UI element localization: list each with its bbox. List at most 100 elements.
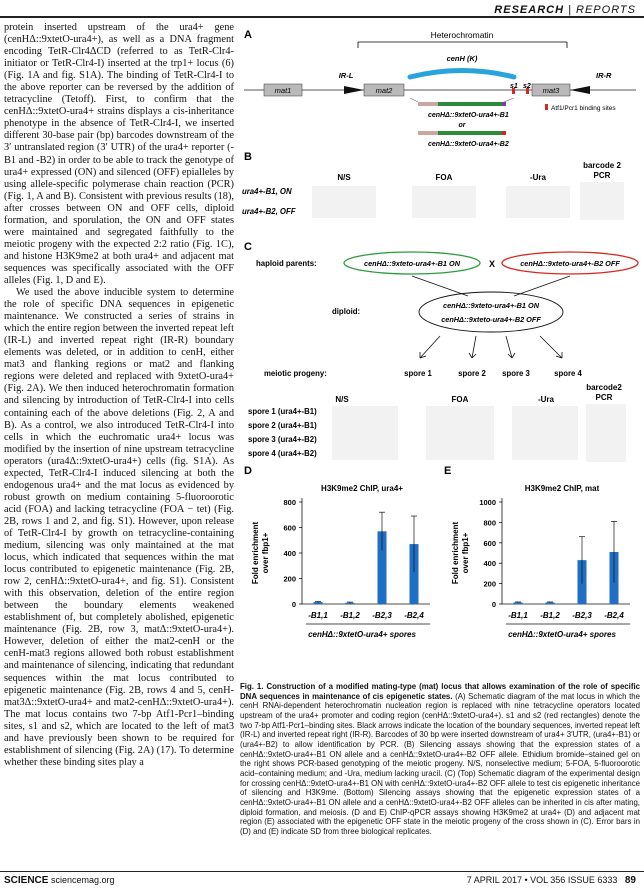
parent-off: cenHΔ::9xteto-ura4+-B2 OFF — [520, 259, 620, 268]
y-tick-label: 1000 — [479, 498, 496, 507]
c-col-barcode: barcode2 — [586, 383, 622, 392]
c-row-2: spore 2 (ura4+-B1) — [248, 421, 317, 430]
y-axis-label: Fold enrichmentover fbp1+ — [251, 522, 270, 585]
cross-symbol: X — [489, 259, 495, 269]
c-row-4: spore 4 (ura4+-B2) — [248, 449, 317, 458]
diploid-label: diploid: — [332, 307, 360, 316]
bar — [377, 531, 387, 604]
bar — [545, 602, 555, 604]
barcode-b2 — [502, 131, 506, 135]
footer-journal: SCIENCE — [4, 875, 49, 886]
c-col-ns: N/S — [335, 395, 349, 404]
panel-b-label: B — [244, 151, 252, 163]
mat2-label: mat2 — [376, 86, 394, 95]
header-subsection: REPORTS — [576, 4, 636, 16]
parent-on-oval — [343, 251, 481, 275]
cenh-arc — [407, 68, 517, 80]
y-tick-label: 600 — [283, 524, 296, 533]
caption-text: (A) Schematic diagram of the mat locus i… — [240, 691, 640, 836]
irr-arrow-icon — [570, 86, 590, 94]
y-axis-label: Fold enrichmentover fbp1+ — [451, 522, 470, 585]
spore-3-label: spore 3 — [502, 369, 530, 378]
c-row-3: spore 3 (ura4+-B2) — [248, 435, 317, 444]
spore-2-label: spore 2 — [458, 369, 486, 378]
footer-right: 7 APRIL 2017 • VOL 356 ISSUE 6333 89 — [467, 875, 636, 886]
allele-b2-label: cenHΔ::9xtetO-ura4+-B2 — [428, 141, 509, 148]
body-paragraph-1: protein inserted upstream of the ura4+ g… — [4, 22, 234, 286]
barcode-b1 — [502, 102, 506, 106]
col-foa: FOA — [436, 173, 453, 182]
c-col-ura: -Ura — [538, 395, 555, 404]
caption-title: Fig. 1. Construction of a modified matin… — [240, 682, 640, 701]
mat1-box — [263, 83, 303, 97]
panel-e-label: E — [444, 465, 451, 477]
c-spot-plates — [332, 404, 626, 462]
spot-plates — [312, 182, 624, 220]
y-tick-label: 400 — [483, 559, 496, 568]
header-section: RESEARCH — [494, 4, 565, 16]
x-tick-label: -B1,2 — [540, 611, 560, 620]
chart-title: H3K9me2 ChIP, mat — [525, 484, 600, 493]
figure-caption: Fig. 1. Construction of a modified matin… — [240, 682, 640, 837]
diploid-off: cenHΔ::9xteto-ura4+-B2 OFF — [441, 315, 541, 324]
chart-title: H3K9me2 ChIP, ura4+ — [321, 484, 403, 493]
y-tick-label: 0 — [492, 600, 496, 609]
x-tick-label: -B2,3 — [572, 611, 592, 620]
parent-off-oval — [501, 251, 639, 275]
panel-a-schematic: Heterochromatin mat1 IR-L mat2 cenH (K) … — [244, 30, 636, 148]
parent-on: cenHΔ::9xteto-ura4+-B1 ON — [364, 259, 461, 268]
panel-c-cross: haploid parents: cenHΔ::9xteto-ura4+-B1 … — [248, 251, 639, 462]
col-ura: -Ura — [530, 173, 547, 182]
allele-b1-label: cenHΔ::9xtetO-ura4+-B1 — [428, 112, 509, 119]
x-tick-label: -B2,4 — [404, 611, 424, 620]
or-label: or — [459, 122, 467, 129]
col-barcode: barcode 2 — [583, 161, 621, 170]
y-tick-label: 800 — [483, 518, 496, 527]
footer-left: SCIENCE sciencemag.org — [4, 875, 115, 886]
c-col-foa: FOA — [452, 395, 469, 404]
x-tick-label: -B1,2 — [340, 611, 360, 620]
row-b1-on: ura4+-B1, ON — [242, 187, 292, 196]
s2-site — [526, 88, 529, 94]
ura4-bar-b1 — [438, 102, 502, 106]
irl-label: IR-L — [339, 71, 354, 80]
haploid-label: haploid parents: — [256, 259, 317, 268]
diploid-oval — [418, 291, 564, 333]
x-axis-label: cenHΔ::9xtetO-ura4+ spores — [308, 630, 416, 639]
s1-label: s1 — [510, 83, 518, 90]
bar — [409, 544, 419, 604]
y-tick-label: 600 — [483, 539, 496, 548]
s1-site — [512, 88, 515, 94]
header-rule — [0, 16, 644, 18]
x-tick-label: -B1,1 — [508, 611, 528, 620]
panel-d-label: D — [244, 465, 252, 477]
heterochromatin-label: Heterochromatin — [431, 30, 494, 40]
tetO-bar-b2 — [418, 131, 438, 135]
figure-1: A Heterochromatin mat1 IR-L mat2 cenH (K… — [242, 29, 639, 639]
ura4-bar-b2 — [438, 131, 502, 135]
body-text-column: protein inserted upstream of the ura4+ g… — [4, 22, 234, 769]
spore-1-label: spore 1 — [404, 369, 432, 378]
spore-4-label: spore 4 — [554, 369, 582, 378]
x-tick-label: -B2,4 — [604, 611, 624, 620]
body-paragraph-2: We used the above inducible system to de… — [4, 287, 234, 768]
y-tick-label: 200 — [483, 580, 496, 589]
x-tick-label: -B1,1 — [308, 611, 328, 620]
row-b2-off: ura4+-B2, OFF — [242, 207, 296, 216]
footer-page: 89 — [624, 875, 636, 886]
panel-a-label: A — [244, 29, 252, 41]
y-tick-label: 800 — [283, 498, 296, 507]
footer-rule — [0, 871, 644, 872]
meiosis-arrows — [419, 335, 563, 359]
bar — [313, 602, 323, 604]
col-pcr: PCR — [594, 171, 611, 180]
c-row-1: spore 1 (ura4+-B1) — [248, 407, 317, 416]
footer-issue: 7 APRIL 2017 • VOL 356 ISSUE 6333 — [466, 875, 618, 885]
legend-swatch — [545, 104, 548, 110]
mat3-label: mat3 — [543, 86, 561, 95]
bar — [513, 602, 523, 604]
legend-label: Atf1/Pcr1 binding sites — [551, 105, 616, 112]
cenh-label: cenH (K) — [447, 54, 478, 63]
footer-site: sciencemag.org — [50, 875, 115, 885]
